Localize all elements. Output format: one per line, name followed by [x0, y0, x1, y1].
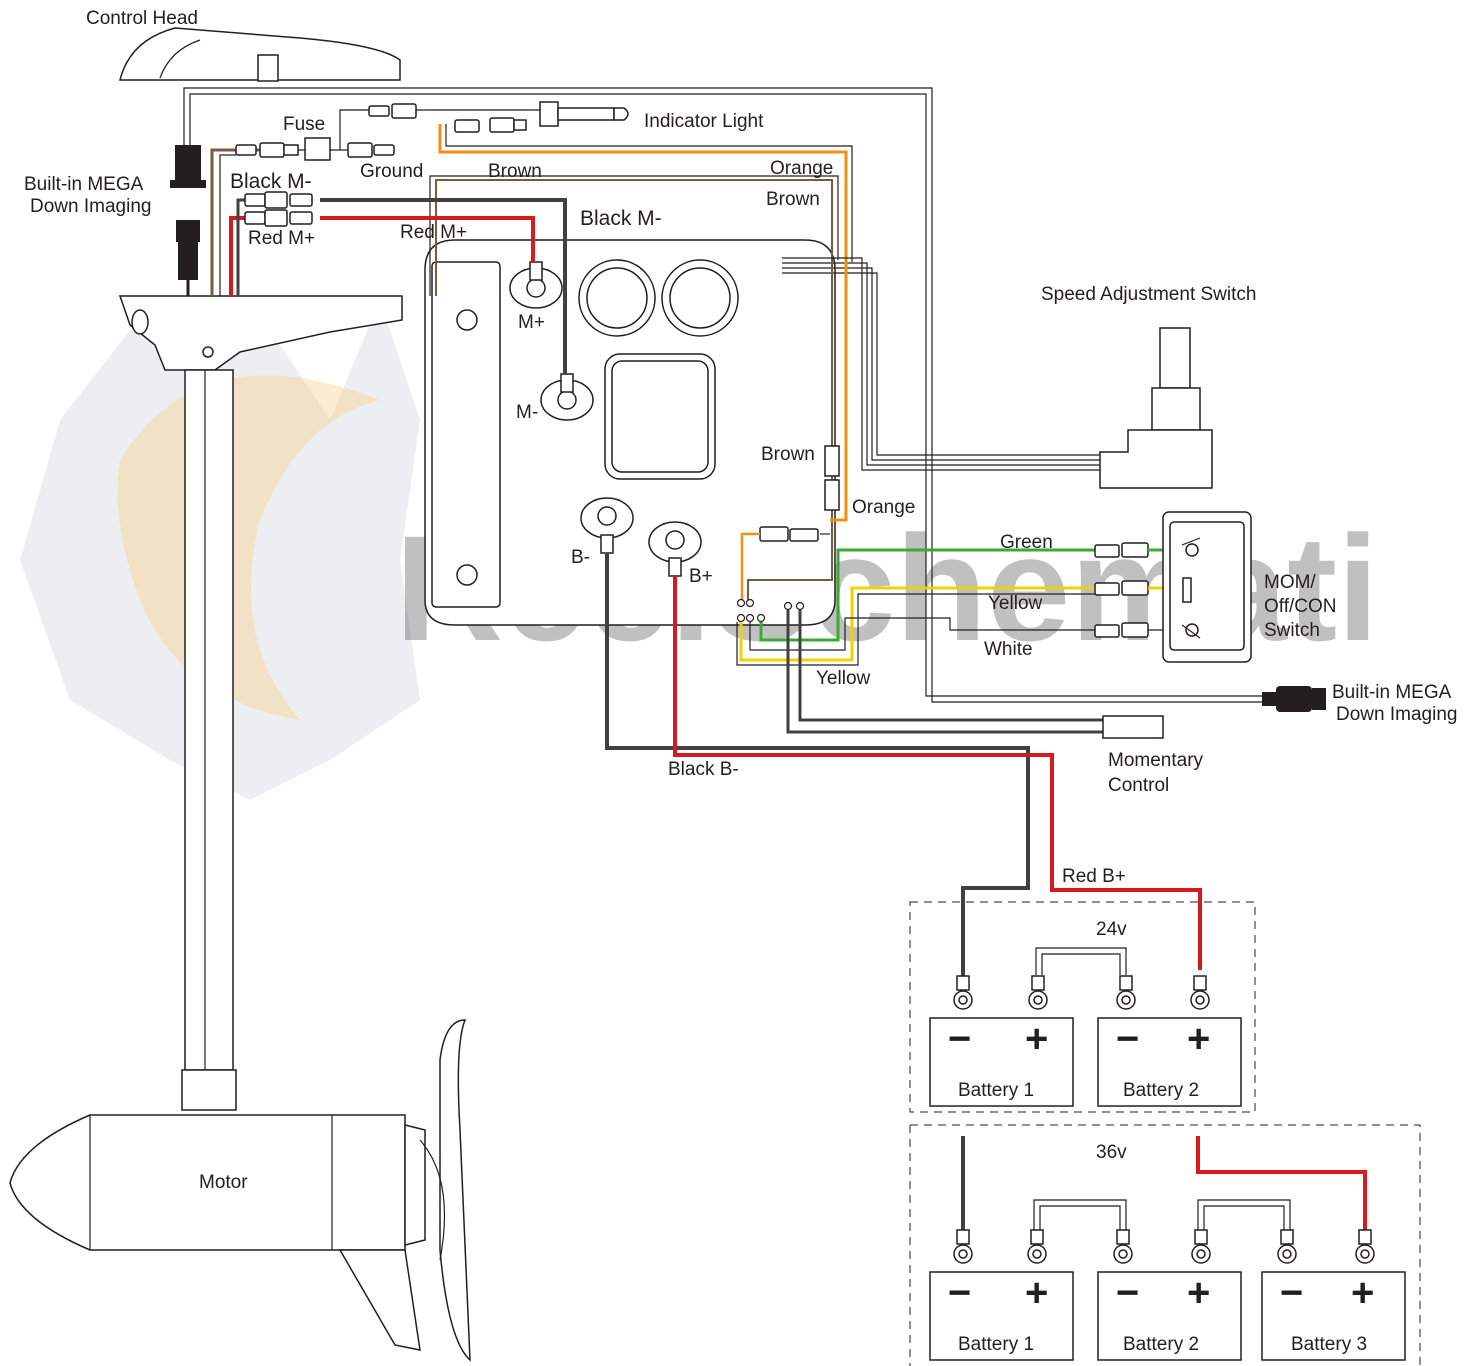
motor-label: Motor — [199, 1172, 248, 1193]
red-m-plus-left-label: Red M+ — [248, 228, 315, 249]
battery-terminals-24v — [953, 975, 1210, 1010]
mega-connector-top — [170, 145, 206, 296]
black-b-minus-label: Black B- — [668, 759, 739, 780]
speed-switch-label: Speed Adjustment Switch — [1041, 284, 1256, 305]
fuse-label: Fuse — [283, 114, 325, 135]
battery-36v-1-neg-sign: − — [948, 1271, 971, 1315]
control-board — [424, 239, 836, 626]
mega-top-label-1: Built-in MEGA — [24, 174, 144, 195]
battery-36v-2-pos-sign: + — [1187, 1271, 1210, 1315]
top-harness-loop — [183, 87, 1262, 703]
voltage-36v-label: 36v — [1096, 1142, 1127, 1163]
battery-bank-36v — [909, 1124, 1421, 1366]
red-m-plus-mid-label: Red M+ — [400, 222, 467, 243]
battery-24v-1-neg-sign: − — [948, 1017, 971, 1061]
black-m-minus-mid-label: Black M- — [580, 207, 662, 230]
orange-top-label: Orange — [770, 158, 833, 179]
battery-36v-1-label: Battery 1 — [958, 1334, 1034, 1355]
motor-lead-wires — [229, 191, 567, 374]
control-head-illustration — [119, 27, 401, 82]
fuse-ground-harness — [210, 101, 853, 296]
yellow-bottom-label: Yellow — [816, 668, 871, 689]
battery-bank-24v — [909, 901, 1256, 1113]
mom-switch-label-3: Switch — [1264, 620, 1320, 641]
battery-24v-2-neg-sign: − — [1116, 1017, 1139, 1061]
mega-right-label-2: Down Imaging — [1336, 704, 1457, 725]
battery-24v-2-label: Battery 2 — [1123, 1080, 1199, 1101]
terminal-m-plus — [509, 261, 563, 309]
brown-top-label: Brown — [488, 161, 542, 182]
white-label: White — [984, 639, 1033, 660]
battery-36v-3-label: Battery 3 — [1291, 1334, 1367, 1355]
mega-connector-right — [1262, 686, 1326, 712]
mom-switch-label-1: MOM/ — [1264, 572, 1316, 593]
m-plus-label: M+ — [518, 312, 545, 333]
mid-brown-orange-connector — [740, 260, 848, 600]
battery-lead-wires — [605, 553, 1202, 976]
momentary-control — [786, 610, 1164, 739]
battery-terminals-36v — [953, 1229, 1375, 1264]
battery-36v-3-neg-sign: − — [1280, 1271, 1303, 1315]
terminal-b-plus — [648, 521, 702, 577]
orange-mid-label: Orange — [852, 497, 915, 518]
speed-adjustment-switch — [782, 257, 1213, 489]
battery-24v-1-label: Battery 1 — [958, 1080, 1034, 1101]
black-m-minus-left-label: Black M- — [230, 170, 312, 193]
mega-right-label-1: Built-in MEGA — [1332, 682, 1452, 703]
battery-36v-2-label: Battery 2 — [1123, 1334, 1199, 1355]
battery-24v-1-pos-sign: + — [1025, 1017, 1048, 1061]
b-plus-label: B+ — [689, 566, 713, 587]
ground-label: Ground — [360, 161, 423, 182]
voltage-24v-label: 24v — [1096, 919, 1127, 940]
red-b-plus-label: Red B+ — [1062, 866, 1126, 887]
mom-switch-label-2: Off/CON — [1264, 596, 1337, 617]
motor-mount-illustration — [9, 295, 471, 1362]
brown-mid-label: Brown — [761, 444, 815, 465]
indicator-light-label: Indicator Light — [644, 111, 764, 132]
mom-off-con-switch — [1162, 511, 1252, 663]
terminal-b-minus — [580, 497, 634, 554]
yellow-right-label: Yellow — [988, 593, 1043, 614]
battery-36v-2-neg-sign: − — [1116, 1271, 1139, 1315]
momentary-label-1: Momentary — [1108, 750, 1204, 771]
control-head-label: Control Head — [86, 8, 198, 29]
mega-top-label-2: Down Imaging — [30, 196, 151, 217]
momentary-label-2: Control — [1108, 775, 1169, 796]
green-label: Green — [1000, 532, 1053, 553]
board-connector-pins — [736, 598, 805, 623]
battery-24v-2-pos-sign: + — [1187, 1017, 1210, 1061]
b-minus-label: B- — [571, 547, 590, 568]
battery-36v-1-pos-sign: + — [1025, 1271, 1048, 1315]
terminal-m-minus — [540, 373, 594, 421]
battery-36v-3-pos-sign: + — [1351, 1271, 1374, 1315]
m-minus-label: M- — [516, 402, 538, 423]
brown-right-label: Brown — [766, 189, 820, 210]
